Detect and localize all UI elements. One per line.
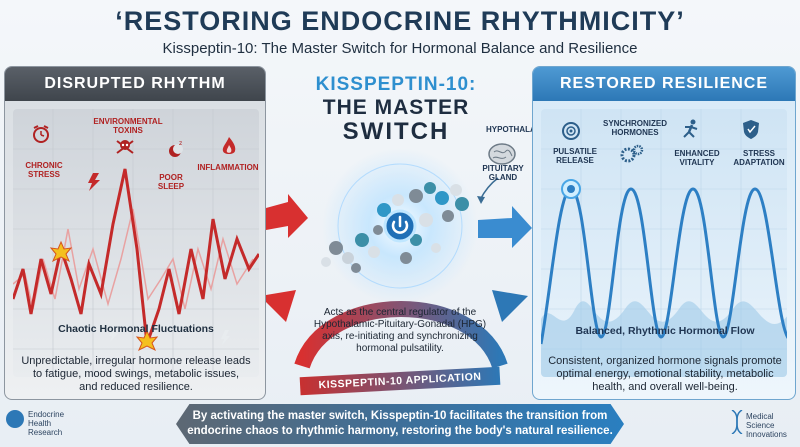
- page-title: ‘RESTORING ENDOCRINE RHYTHMICITY’: [115, 6, 685, 36]
- alarm-clock-icon: [33, 125, 49, 143]
- brain-icon: [488, 143, 516, 165]
- power-icon[interactable]: [383, 209, 417, 243]
- lightning-icon: [221, 330, 230, 345]
- arc-arrowhead-right: [492, 290, 528, 322]
- skull-crossbones-icon: [116, 140, 134, 154]
- rhythmic-wave-fill: [541, 301, 787, 377]
- endocrine-health-logo-icon: [6, 410, 24, 428]
- arc-arrowhead-left: [266, 290, 296, 322]
- disrupted-to-center-arrow: [266, 194, 308, 238]
- disrupted-description: Unpredictable, irregular hormone release…: [21, 355, 251, 393]
- chaotic-wave-front: [13, 168, 259, 345]
- rhythmic-wave-line: [541, 187, 787, 345]
- starburst-icon: [49, 240, 73, 263]
- disrupted-rhythm-panel: DISRUPTED RHYTHM: [4, 66, 266, 400]
- moon-zzz-icon: z: [169, 140, 183, 157]
- svg-text:z: z: [179, 140, 182, 147]
- rhythmic-wave-chart: [541, 109, 787, 377]
- center-title-line2: THE MASTER: [322, 96, 470, 119]
- application-arc-label: KISSPEPTIN-10 APPLICATION: [299, 366, 501, 396]
- starburst-icon: [135, 329, 159, 352]
- page-subtitle: Kisspeptin-10: The Master Switch for Hor…: [162, 40, 638, 57]
- center-to-restored-arrow: [478, 206, 532, 248]
- gears-icon: [620, 144, 644, 163]
- inflammation-label: INFLAMMATION: [197, 163, 259, 172]
- dna-icon: [731, 410, 743, 434]
- summary-banner: By activating the master switch, Kisspep…: [176, 404, 624, 444]
- chaotic-wave-back: [13, 208, 254, 310]
- restored-resilience-panel: RESTORED RESILIENCE: [532, 66, 796, 400]
- hypothalamus-label: HYPOTHALAMUS: [486, 125, 554, 134]
- running-person-icon: [683, 119, 698, 138]
- center-title-line3: SWITCH: [342, 118, 450, 145]
- molecule-icon: [321, 182, 469, 273]
- center-graphic: [266, 143, 532, 369]
- chaotic-wave-chart: z: [13, 109, 259, 377]
- chaotic-caption: Chaotic Hormonal Fluctuations: [58, 323, 214, 335]
- restored-resilience-heading: RESTORED RESILIENCE: [533, 67, 795, 101]
- application-arc: [294, 301, 508, 369]
- pulse-core-dot: [567, 185, 575, 193]
- pituitary-pointer-head: [477, 196, 485, 204]
- disrupted-rhythm-heading: DISRUPTED RHYTHM: [5, 67, 265, 101]
- grid-lines: [13, 109, 259, 377]
- center-description: Acts as the central regulator of the Hyp…: [313, 307, 487, 354]
- flame-icon: [222, 137, 236, 154]
- rhythmic-caption: Balanced, Rhythmic Hormonal Flow: [575, 325, 755, 337]
- center-title-line1: KISSPEPTIN-10:: [315, 74, 477, 95]
- restored-description: Consistent, organized hormone signals pr…: [548, 355, 782, 393]
- lightning-icon: [88, 173, 100, 191]
- chaotic-wave-graphic: z: [13, 109, 259, 377]
- glow-ring: [337, 163, 463, 289]
- lightning-icon: [109, 327, 118, 342]
- shield-check-icon: [743, 120, 759, 139]
- target-icon: [562, 122, 580, 140]
- rhythmic-wave-graphic: [541, 109, 787, 377]
